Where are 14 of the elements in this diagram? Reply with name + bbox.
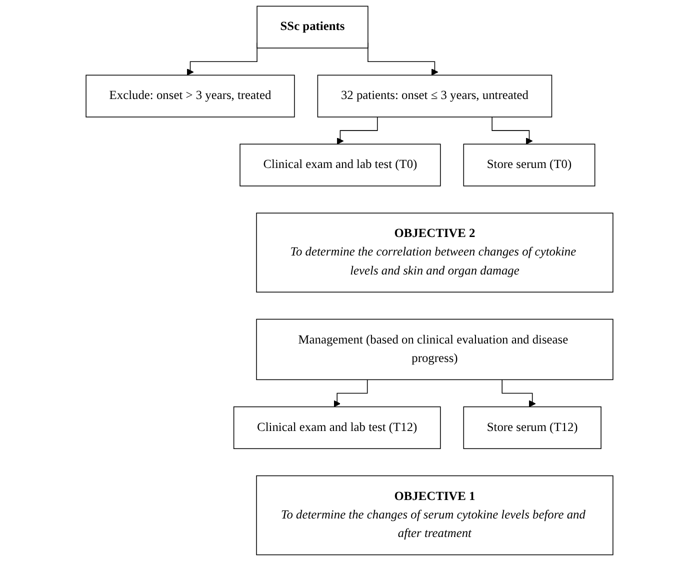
node-box: 32 patients: onset ≤ 3 years, untreated [317, 74, 552, 118]
arrow [492, 116, 533, 144]
arrow [336, 116, 378, 144]
node-box: Exclude: onset > 3 years, treated [86, 74, 295, 118]
node-box: Management (based on clinical evaluation and disease progress) [256, 318, 614, 380]
node-box: Store serum (T0) [463, 144, 596, 186]
node-box: Clinical exam and lab test (T12) [233, 406, 441, 450]
node-box: OBJECTIVE 2 To determine the correlation between changes of cytokine levels and skin and organ damage [256, 212, 614, 293]
node-box: SSc patients [256, 6, 368, 48]
node-box: Clinical exam and lab test (T0) [240, 144, 441, 186]
node-box: OBJECTIVE 1 To determine the changes of serum cytokine levels before and after treatment [256, 475, 614, 556]
arrow [502, 379, 536, 408]
arrow [334, 379, 368, 408]
node-box: Store serum (T12) [463, 406, 602, 450]
